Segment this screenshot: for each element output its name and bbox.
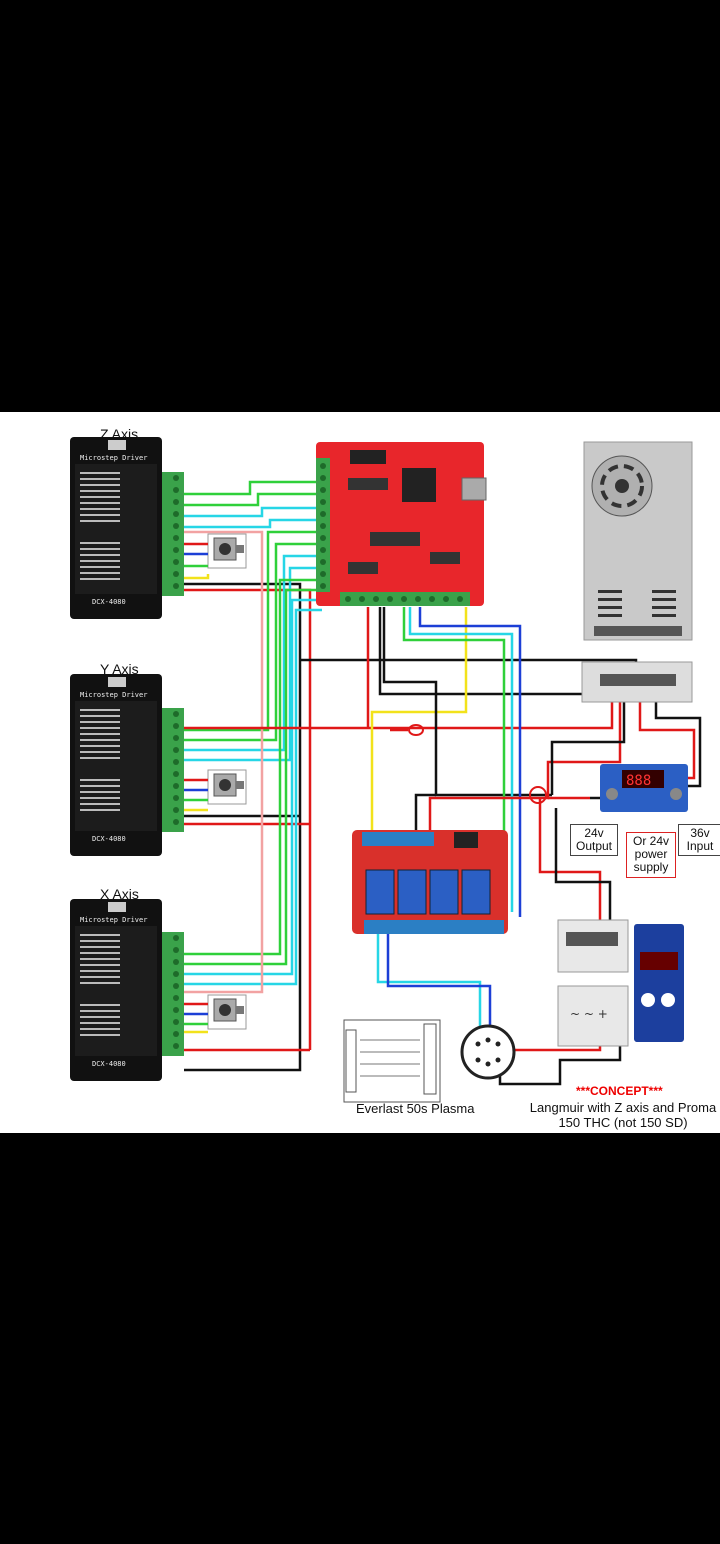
- power-supply-terminals: [581, 661, 693, 703]
- driver-part-number: DCX-4080: [92, 598, 126, 606]
- wires: [184, 480, 702, 1086]
- driver-part-number: DCX-4080: [92, 1060, 126, 1068]
- motion-controller-board: [316, 442, 487, 606]
- y-axis-label: Y Axis: [100, 661, 139, 677]
- relay-icon: [365, 869, 491, 915]
- proma-thc-controller: [634, 924, 684, 1042]
- usb-port-icon: [461, 477, 487, 501]
- wiring-diagram-svg: 888 ~ ~ +: [70, 437, 702, 1103]
- stepper-motor-icon: [207, 994, 247, 1030]
- z-axis-label: Z Axis: [100, 426, 139, 442]
- plasma-cnc-panel: [343, 1019, 441, 1103]
- concept-label: ***CONCEPT***: [576, 1084, 663, 1098]
- power-supply-36v: [583, 441, 693, 641]
- driver-model-label: Microstep Driver: [80, 916, 148, 924]
- led-display-icon: 888: [622, 770, 664, 789]
- wiring-diagram: 888 ~ ~ +: [0, 412, 720, 1133]
- driver-model-label: Microstep Driver: [80, 454, 148, 462]
- stepper-driver-y: [70, 674, 184, 856]
- x-axis-label: X Axis: [100, 886, 139, 902]
- alt-24v-supply-label: Or 24v power supply: [626, 832, 676, 878]
- driver-part-number: DCX-4080: [92, 835, 126, 843]
- buck-converter: 888: [600, 764, 688, 812]
- svg-text:~ ~ +: ~ ~ +: [570, 1007, 608, 1021]
- relay-board: [352, 830, 508, 934]
- svg-text:888: 888: [626, 773, 651, 789]
- output-24v-label: 24v Output: [570, 824, 618, 857]
- input-36v-label: 36v Input: [678, 824, 720, 857]
- driver-model-label: Microstep Driver: [80, 691, 148, 699]
- thc-power-block: ~ ~ +: [557, 985, 629, 1047]
- stepper-motor-icon: [207, 769, 247, 805]
- langmuir-caption-line2: 150 THC (not 150 SD): [558, 1115, 688, 1130]
- fan-grille-icon: [591, 455, 653, 517]
- stepper-driver-z: [70, 437, 184, 619]
- thc-terminal-block: [557, 919, 629, 973]
- langmuir-caption-line1: Langmuir with Z axis and Proma: [529, 1100, 717, 1115]
- stepper-driver-x: [70, 899, 184, 1081]
- cnc-port-connector: [460, 1024, 516, 1080]
- stepper-motor-icon: [207, 533, 247, 569]
- plasma-caption: Everlast 50s Plasma: [356, 1101, 475, 1116]
